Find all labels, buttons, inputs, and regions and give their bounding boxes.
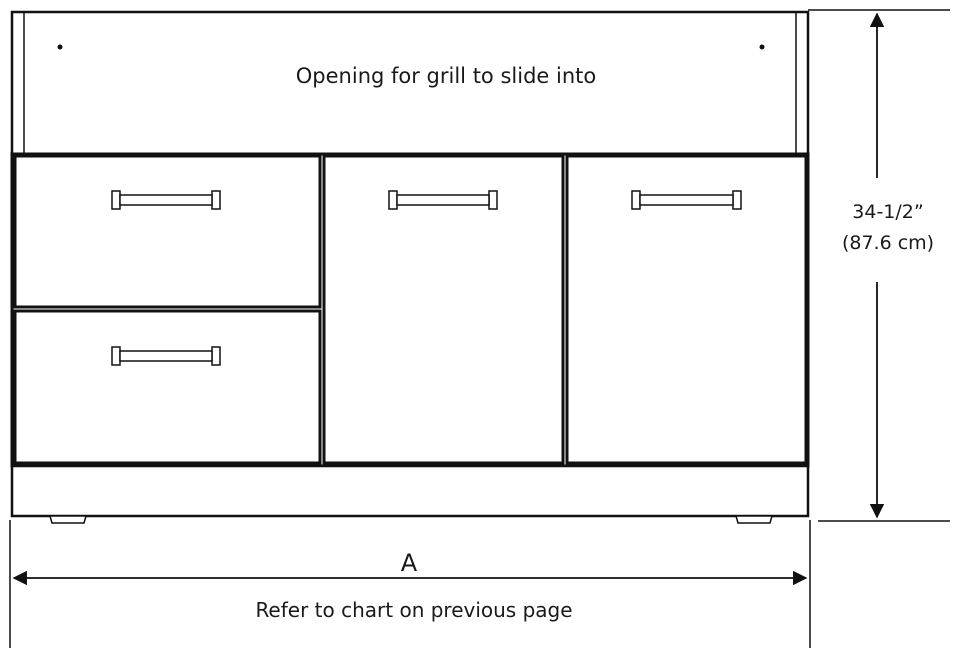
cabinet-base: [10, 464, 810, 518]
screw-hole-left: [57, 44, 63, 50]
foot-right: [735, 515, 773, 524]
height-dimension: 34-1/2” (87.6 cm): [808, 9, 950, 522]
middle-door: [322, 154, 565, 465]
width-label: A: [401, 549, 418, 577]
width-dimension: A Refer to chart on previous page: [9, 520, 811, 648]
foot-left: [49, 515, 87, 524]
right-door-handle: [631, 190, 742, 210]
middle-door-handle: [388, 190, 498, 210]
upper-drawer: [13, 154, 322, 309]
grill-opening: Opening for grill to slide into: [10, 10, 810, 156]
right-door: [565, 154, 808, 465]
lower-drawer: [13, 309, 322, 465]
height-label-metric: (87.6 cm): [842, 232, 934, 254]
screw-hole-right: [759, 44, 765, 50]
height-label-imperial: 34-1/2”: [852, 201, 923, 223]
opening-label: Opening for grill to slide into: [296, 64, 596, 88]
width-note: Refer to chart on previous page: [255, 598, 572, 622]
upper-drawer-handle: [111, 190, 221, 210]
lower-drawer-handle: [111, 346, 221, 366]
